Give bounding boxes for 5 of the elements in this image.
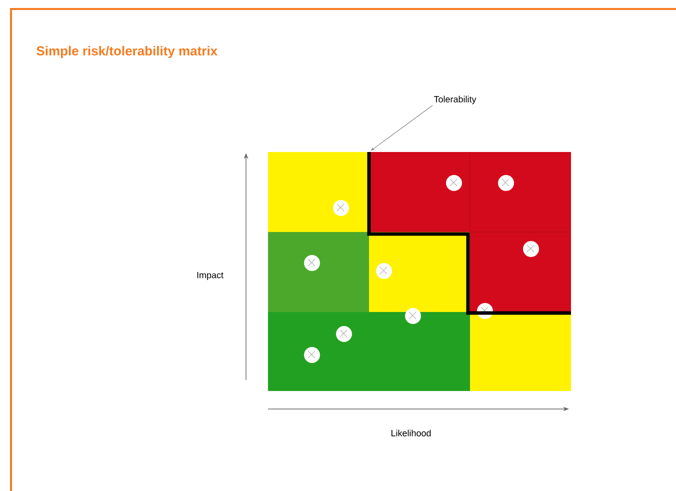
tolerability-line (367, 152, 571, 315)
title: Simple risk/tolerability matrix (36, 46, 218, 58)
callout-text: Tolerability (434, 96, 476, 104)
axis-label: Impact (197, 272, 224, 280)
axis-label: Likelihood (391, 430, 431, 436)
